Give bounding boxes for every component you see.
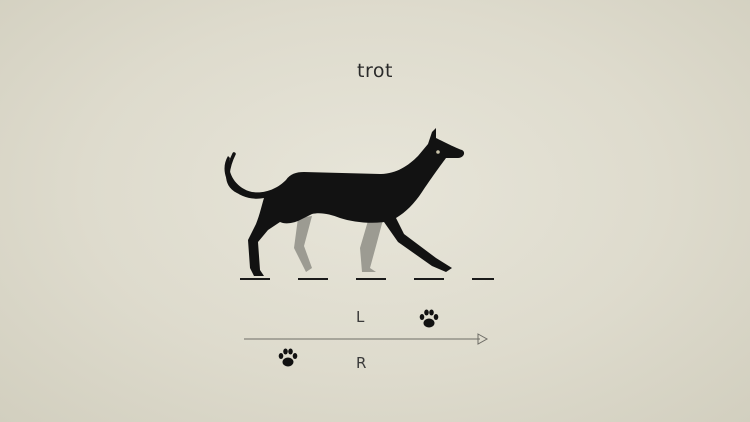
gait-title: trot [357,60,393,82]
arrow-right-icon [244,333,489,345]
right-lane-label: R [356,354,367,372]
left-lane-label: L [356,308,365,326]
paw-print-icon [278,348,298,367]
dog-eye [436,150,440,154]
dog-tail [226,152,266,197]
paw-print-icon [419,309,439,328]
far-legs [294,214,384,272]
dog-silhouette [224,128,494,280]
dog-body [224,128,465,276]
